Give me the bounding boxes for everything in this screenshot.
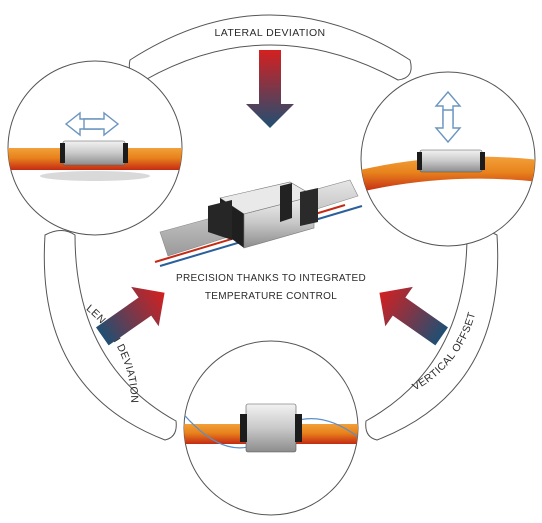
lateral-motion-arrows-icon xyxy=(64,111,120,137)
lateral-deviation-label: LATERAL DEVIATION xyxy=(214,27,325,39)
process-arrow-icon xyxy=(246,50,294,128)
process-arrow-icon xyxy=(379,286,448,346)
length-deviation-band xyxy=(43,230,177,441)
vertical-motion-arrows-icon xyxy=(434,90,462,144)
process-arrow-icon xyxy=(96,286,165,346)
linear-guide-illustration xyxy=(154,179,363,267)
lateral-detail-circle xyxy=(7,60,183,236)
vertical-detail-circle xyxy=(360,71,536,247)
center-caption: PRECISION THANKS TO INTEGRATED TEMPERATU… xyxy=(176,273,366,302)
length-detail-circle xyxy=(183,340,359,516)
